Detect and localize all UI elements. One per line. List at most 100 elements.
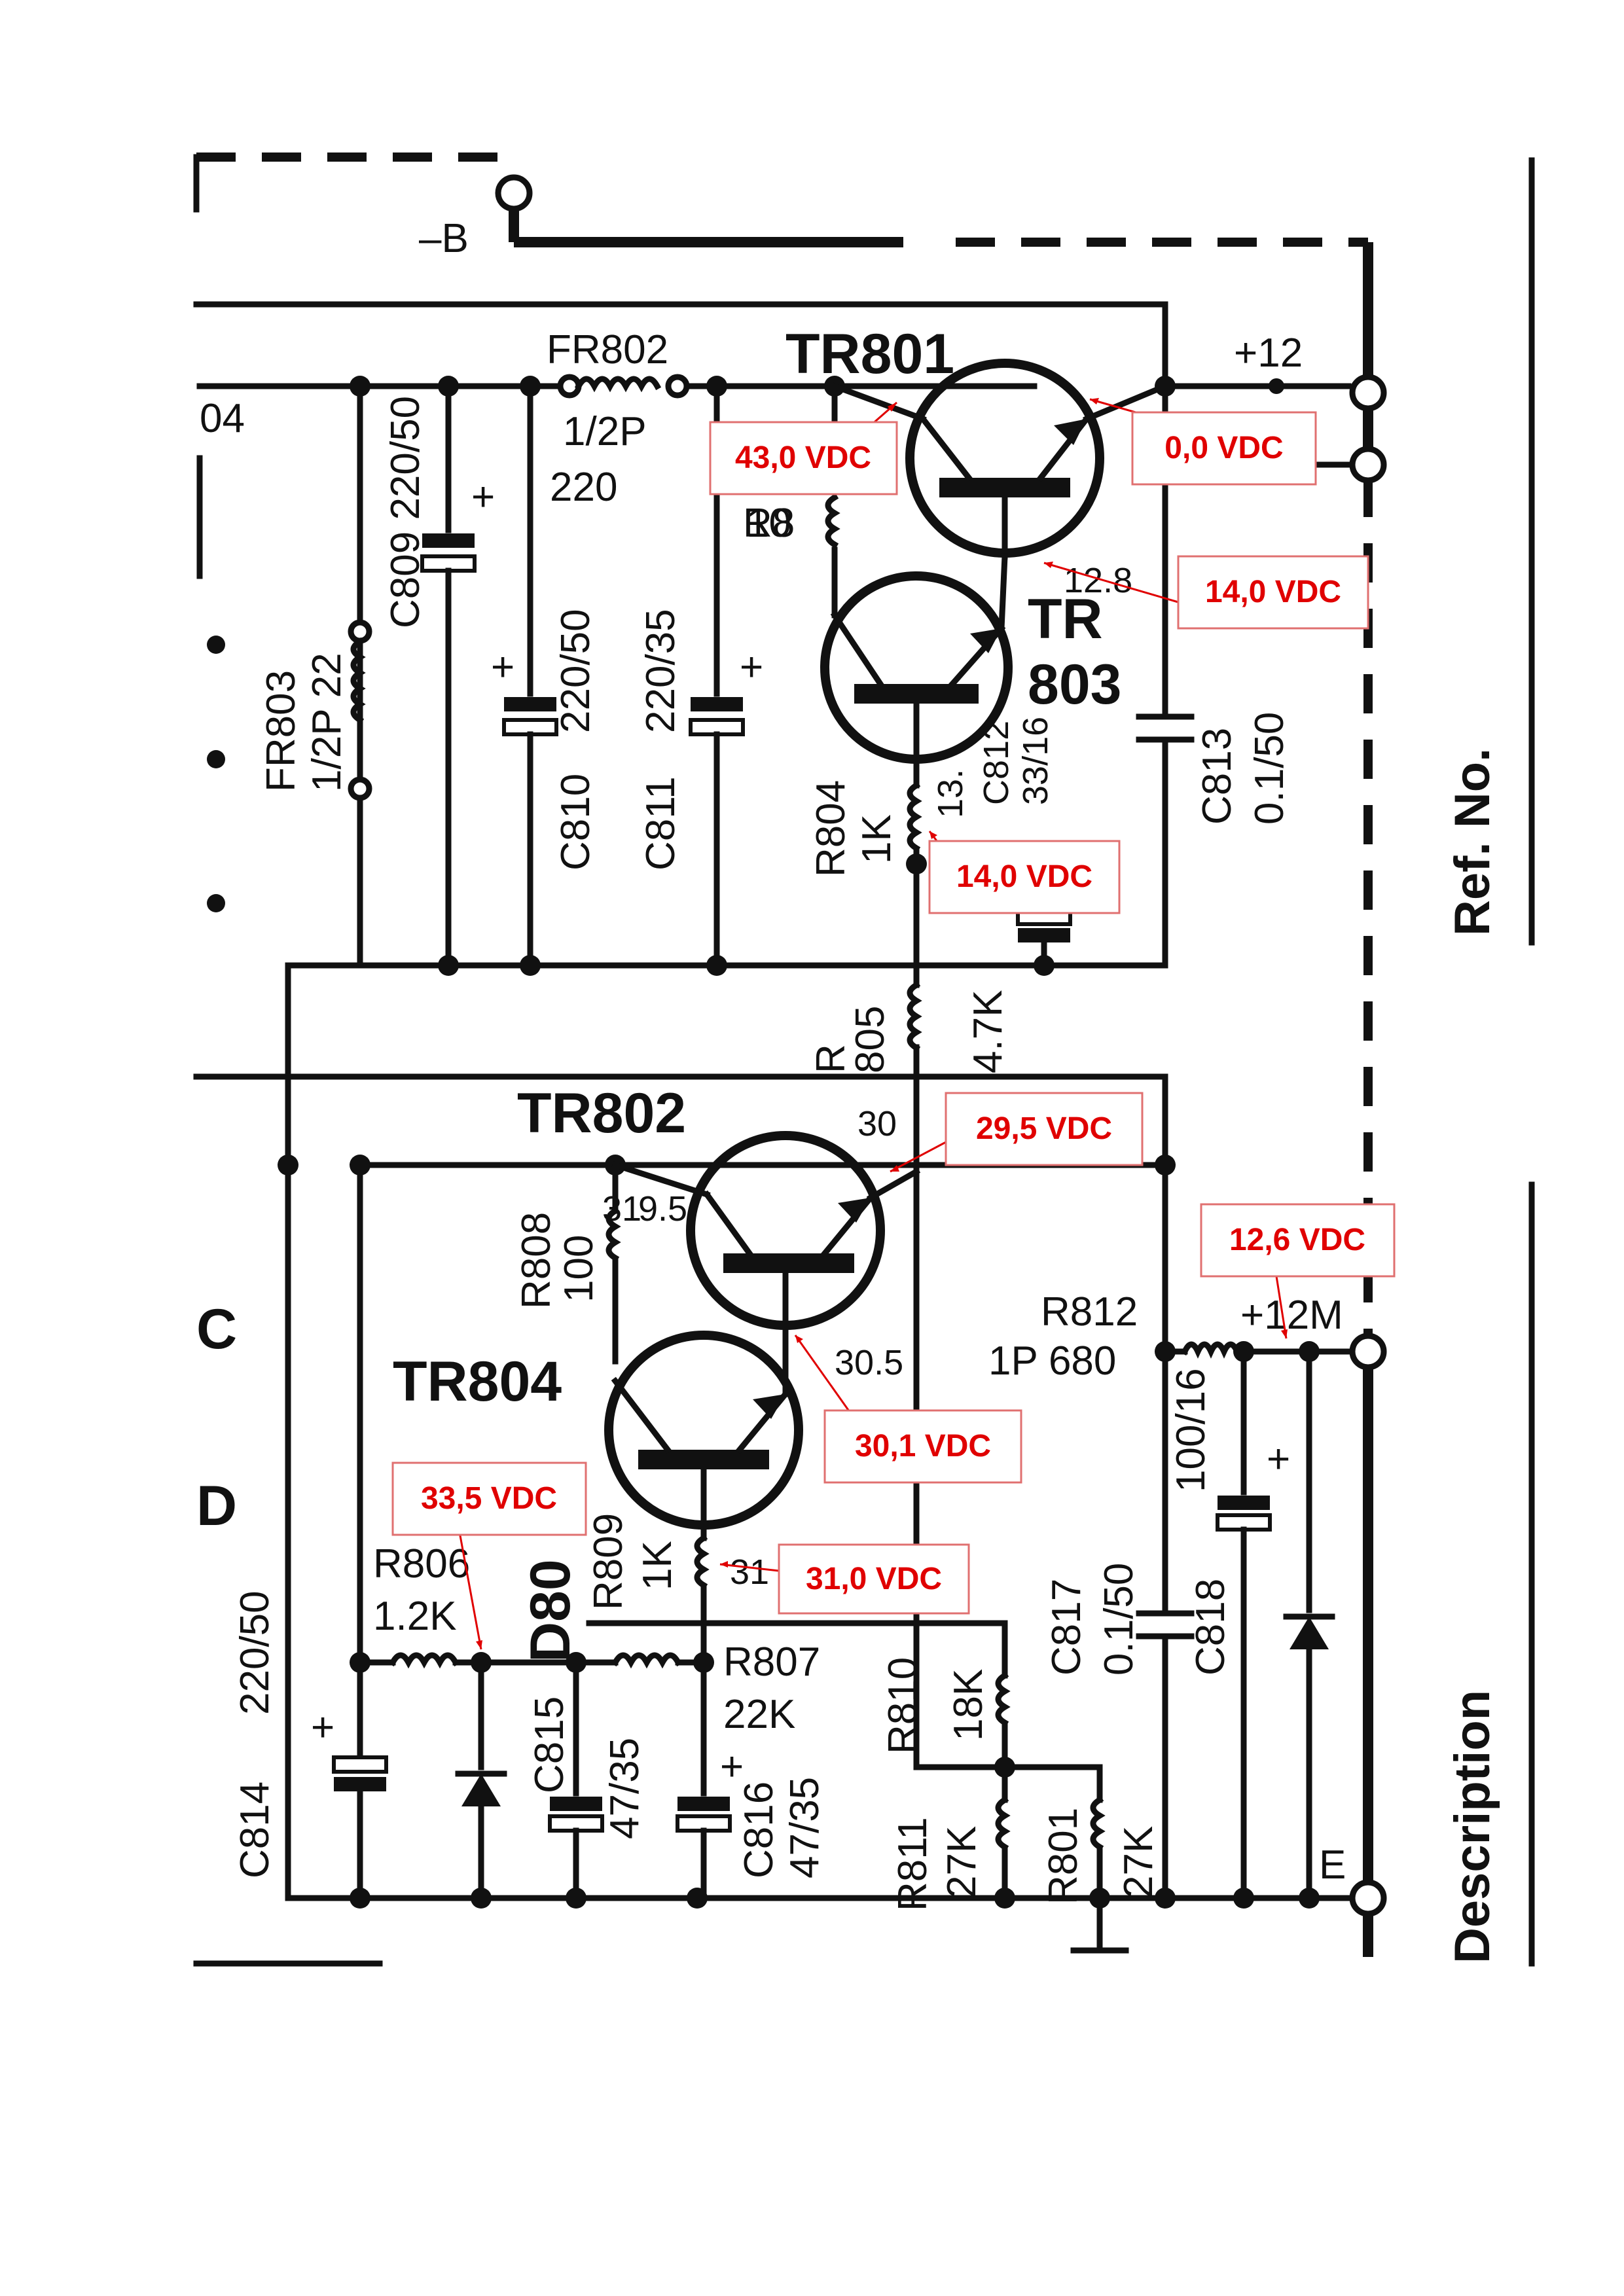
r805-label-b: 805 [848, 1006, 893, 1073]
tr803-label-a: TR [1028, 588, 1103, 651]
r808-value: 100 [556, 1235, 602, 1302]
c816-label: C816 [736, 1782, 782, 1878]
ref-no-label: Ref. No. [1445, 748, 1500, 936]
c815-label: C815 [527, 1696, 572, 1793]
r805-value: 4.7K [965, 990, 1011, 1073]
svg-text:R8: R8 [743, 501, 795, 546]
c815-value: 47/35 [602, 1738, 647, 1839]
callout-text: 30,1 VDC [855, 1429, 991, 1463]
callout-r809-node: 31,0 VDC [778, 1543, 970, 1615]
r811-label: R811 [890, 1817, 935, 1911]
r804-value: 1K [854, 814, 899, 864]
tr803-label-b: 803 [1028, 653, 1122, 716]
r810-label: R810 [880, 1657, 926, 1754]
callout-tr804-emitter: 30,1 VDC [823, 1409, 1022, 1484]
edge-label-d: D [196, 1475, 237, 1537]
voltage-30: 30 [857, 1104, 897, 1143]
edge-label-10: 10 [746, 501, 791, 546]
svg-text:+: + [1267, 1437, 1290, 1482]
c810-label: C810 [553, 774, 598, 870]
edge-label-04: 04 [200, 396, 245, 441]
voltage-31: 31 [730, 1552, 769, 1592]
voltage-12-8: 12.8 [1064, 561, 1132, 600]
c811-value: 220/35 [638, 609, 683, 733]
c818-label: C818 [1188, 1579, 1233, 1676]
tr801-label: TR801 [785, 323, 954, 386]
r806-label: R806 [373, 1541, 470, 1587]
svg-text:+: + [471, 475, 495, 520]
fr802-value-2: 220 [550, 465, 617, 510]
c816-value: 47/35 [782, 1777, 827, 1878]
r807-value: 22K [723, 1692, 795, 1737]
r811-value: 27K [939, 1826, 984, 1898]
c817-label: C817 [1044, 1579, 1089, 1676]
d80-label: D80 [519, 1559, 582, 1662]
callout-tr803-emitter: 14,0 VDC [1177, 555, 1369, 630]
r806-value: 1.2K [373, 1594, 457, 1639]
c810-value: 220/50 [553, 609, 598, 733]
fr802-value-1: 1/2P [563, 409, 647, 454]
c813-value: 0.1/50 [1247, 712, 1292, 825]
voltage-13: 13. [931, 769, 970, 818]
callout-text: 31,0 VDC [806, 1562, 942, 1596]
callout-text: 29,5 VDC [976, 1111, 1112, 1146]
edge-labels: 04 C D [196, 396, 245, 1537]
tr804-transistor: TR804 30.5 [393, 1331, 903, 1541]
e-label: E [1319, 1842, 1346, 1888]
c813-label: C813 [1195, 728, 1240, 825]
tr802-transistor: TR802 30 [517, 1082, 921, 1365]
edge-label-c: C [196, 1298, 237, 1361]
fr803-value: 1/2P 22 [304, 653, 350, 792]
divider-network: R810 18K R811 27K R801 27K C817 0.1/50 [880, 1563, 1195, 1954]
neg-b-rail: –B [193, 152, 1373, 458]
r812-value: 1P 680 [988, 1338, 1116, 1384]
plus12m-label: +12M [1240, 1293, 1343, 1338]
c818-value: 100/16 [1168, 1368, 1214, 1492]
r808-label: R808 [514, 1212, 559, 1309]
r804-label: R804 [808, 780, 854, 877]
c814-label: C814 [232, 1782, 278, 1878]
tr803-transistor: R8 10 TR 803 12.8 [743, 383, 1132, 789]
r808-resistor: R808 100 31 9.5 [514, 1162, 687, 1365]
r810-value: 18K [946, 1669, 991, 1741]
svg-text:+: + [720, 1744, 744, 1789]
voltage-31-top: 31 [602, 1189, 641, 1229]
r812-label: R812 [1041, 1289, 1138, 1335]
r801-label: R801 [1041, 1808, 1086, 1905]
callout-tr801-collector: 43,0 VDC [709, 421, 898, 495]
svg-text:+: + [491, 645, 514, 690]
fr802-label: FR802 [547, 327, 668, 372]
r809-label: R809 [586, 1513, 631, 1610]
callout-text: 14,0 VDC [1205, 575, 1341, 609]
callout-plus12m: 12,6 VDC [1200, 1203, 1396, 1278]
svg-text:+: + [740, 645, 763, 690]
callout-tr802-emitter: 29,5 VDC [945, 1092, 1144, 1166]
c809-label: C809 220/50 [383, 396, 428, 628]
r809-value: 1K [635, 1541, 680, 1590]
r805-label: R [808, 1044, 854, 1073]
c812-value: 33/16 [1016, 717, 1055, 805]
tr801-transistor: TR801 [785, 323, 1169, 560]
frame-lines [193, 301, 1168, 1967]
side-table: Ref. No. Description [1445, 157, 1535, 1967]
c812-label: C812 [977, 721, 1016, 805]
description-label: Description [1445, 1690, 1500, 1964]
c811-label: C811 [638, 776, 683, 870]
fr803-label: FR803 [259, 670, 304, 792]
tr804-label: TR804 [393, 1350, 562, 1413]
r801-value: 27K [1116, 1826, 1161, 1898]
callout-text: 14,0 VDC [956, 859, 1092, 894]
c817-value: 0.1/50 [1096, 1563, 1142, 1676]
svg-text:+: + [311, 1705, 334, 1750]
callout-text: 33,5 VDC [421, 1481, 557, 1516]
voltage-9-5: 9.5 [638, 1189, 687, 1229]
callout-text: 0,0 VDC [1164, 431, 1283, 465]
bias-network: R809 1K 31 D80 R806 1.2K + C814 220/50 R… [232, 1162, 1008, 1901]
callout-tr801-emitter: 0,0 VDC [1131, 411, 1317, 486]
c814-value: 220/50 [232, 1590, 278, 1715]
callout-text: 43,0 VDC [735, 440, 871, 475]
callout-text: 12,6 VDC [1229, 1223, 1365, 1257]
callout-r804-node: 14,0 VDC [928, 840, 1121, 914]
neg-b-label: –B [419, 216, 469, 261]
